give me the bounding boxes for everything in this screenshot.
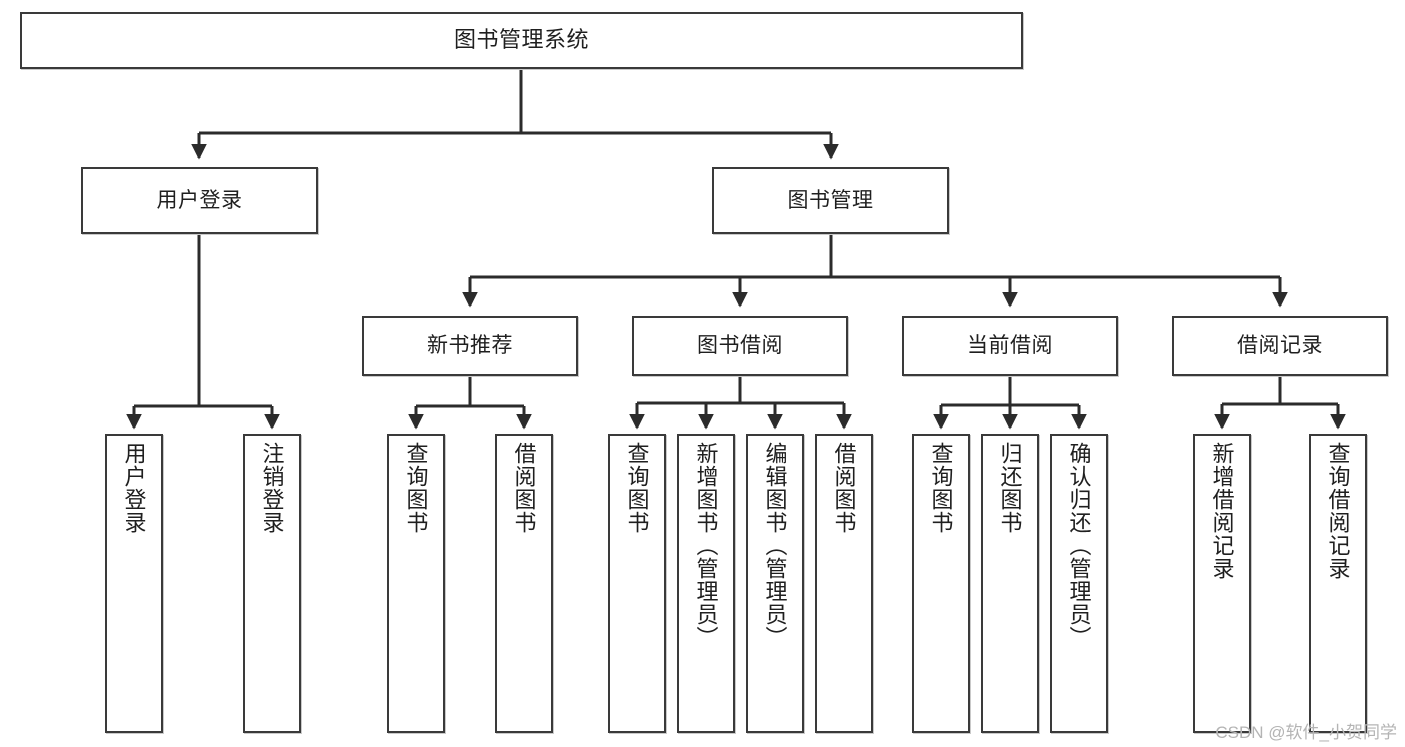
- node-label: 新书推荐: [427, 334, 513, 358]
- leaf-current-borrow-return-book[interactable]: 归还图书: [981, 434, 1039, 733]
- node-label: 查询图书: [928, 442, 954, 534]
- leaf-new-book-borrow-book[interactable]: 借阅图书: [495, 434, 553, 733]
- node-label: 确认归还（管理员）: [1066, 442, 1092, 649]
- leaf-book-borrow-query-book[interactable]: 查询图书: [608, 434, 666, 733]
- leaf-book-borrow-borrow-book[interactable]: 借阅图书: [815, 434, 873, 733]
- node-new-book-recommend[interactable]: 新书推荐: [362, 316, 578, 376]
- leaf-current-borrow-query-book[interactable]: 查询图书: [912, 434, 970, 733]
- node-book-borrow[interactable]: 图书借阅: [632, 316, 848, 376]
- leaf-new-book-query-book[interactable]: 查询图书: [387, 434, 445, 733]
- node-label: 当前借阅: [967, 334, 1053, 358]
- leaf-user-login-logout[interactable]: 注销登录: [243, 434, 301, 733]
- node-label: 图书管理系统: [453, 27, 589, 53]
- leaf-borrow-record-query-record[interactable]: 查询借阅记录: [1309, 434, 1367, 733]
- node-label: 借阅图书: [511, 442, 537, 534]
- node-label: 新增图书（管理员）: [693, 442, 719, 649]
- node-label: 用户登录: [156, 188, 243, 212]
- node-label: 编辑图书（管理员）: [762, 442, 788, 649]
- leaf-borrow-record-add-record[interactable]: 新增借阅记录: [1193, 434, 1251, 733]
- node-current-borrow[interactable]: 当前借阅: [902, 316, 1118, 376]
- node-user-login[interactable]: 用户登录: [81, 167, 318, 234]
- node-label: 查询借阅记录: [1325, 442, 1351, 580]
- leaf-current-borrow-confirm-return-admin[interactable]: 确认归还（管理员）: [1050, 434, 1108, 733]
- node-label: 图书管理: [787, 188, 874, 212]
- node-label: 用户登录: [121, 442, 147, 534]
- leaf-book-borrow-edit-book-admin[interactable]: 编辑图书（管理员）: [746, 434, 804, 733]
- node-root-book-management-system[interactable]: 图书管理系统: [20, 12, 1023, 69]
- node-borrow-record[interactable]: 借阅记录: [1172, 316, 1388, 376]
- node-label: 借阅图书: [831, 442, 857, 534]
- node-label: 查询图书: [624, 442, 650, 534]
- node-book-management[interactable]: 图书管理: [712, 167, 949, 234]
- node-label: 借阅记录: [1237, 334, 1323, 358]
- node-label: 归还图书: [997, 442, 1023, 534]
- csdn-watermark: CSDN @软件_小贺同学: [1215, 723, 1397, 742]
- node-label: 新增借阅记录: [1209, 442, 1235, 580]
- leaf-book-borrow-add-book-admin[interactable]: 新增图书（管理员）: [677, 434, 735, 733]
- node-label: 查询图书: [403, 442, 429, 534]
- leaf-user-login-login[interactable]: 用户登录: [105, 434, 163, 733]
- node-label: 图书借阅: [697, 334, 783, 358]
- node-label: 注销登录: [259, 442, 285, 534]
